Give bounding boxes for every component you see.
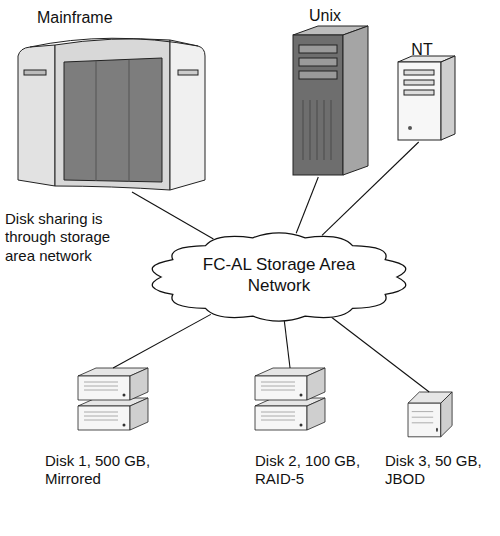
drive-bay <box>299 71 337 79</box>
node-label: Disk 3, 50 GB, JBOD <box>385 452 493 489</box>
disk-unit-symbol <box>78 398 148 430</box>
cabinet-top <box>30 38 198 47</box>
network-link <box>322 142 419 235</box>
network-link <box>332 317 430 392</box>
mainframe-node: Mainframe <box>15 8 210 192</box>
drive-bay <box>404 70 434 75</box>
tower-front <box>398 62 441 140</box>
disk-unit-symbol <box>408 392 452 437</box>
disk-array-node: Disk 1, 500 GB, Mirrored <box>40 368 190 490</box>
node-label: Mainframe <box>37 8 157 28</box>
drive-bay <box>404 80 434 85</box>
unix-server-illustration <box>293 26 368 175</box>
disk-unit-symbol <box>255 398 325 430</box>
disk-unit-symbol <box>255 368 325 400</box>
cabinet-panel <box>18 45 55 186</box>
power-button <box>408 126 412 130</box>
cabinet-front <box>55 39 170 190</box>
door-seams <box>96 60 129 182</box>
drive-bay <box>299 45 337 53</box>
node-label: Disk 2, 100 GB, RAID-5 <box>255 452 380 489</box>
disk-array-illustration <box>408 392 452 437</box>
network-link <box>132 192 213 239</box>
disk-array-node: Disk 3, 50 GB, JBOD <box>380 392 498 490</box>
tower-side <box>343 26 368 175</box>
san-cloud: FC-AL Storage Area Network <box>148 228 410 326</box>
note-text: Disk sharing is through storage area net… <box>5 210 127 265</box>
node-label: NT <box>402 40 442 60</box>
tower-grill <box>303 100 331 160</box>
drive-bay <box>404 90 434 95</box>
network-link <box>284 321 290 368</box>
panel-slot <box>24 70 46 75</box>
node-label: Disk 1, 500 GB, Mirrored <box>45 452 173 489</box>
disk-array-node: Disk 2, 100 GB, RAID-5 <box>250 368 390 490</box>
panel-slot <box>178 70 198 75</box>
tower-front <box>293 35 343 175</box>
drive-bay <box>299 58 337 66</box>
cabinet-panel <box>170 40 205 190</box>
network-link <box>113 314 211 368</box>
disk-unit-symbol <box>78 368 148 400</box>
tower-side <box>441 56 455 140</box>
network-link <box>296 177 318 233</box>
cabinet-door <box>64 58 162 182</box>
node-label: Unix <box>285 6 365 26</box>
disk-array-illustration <box>255 368 325 430</box>
node-label: FC-AL Storage Area Network <box>189 255 369 296</box>
mainframe-illustration <box>18 38 205 190</box>
disk-array-illustration <box>78 368 148 430</box>
unix-server-node: Unix <box>285 2 375 177</box>
nt-server-node: NT <box>390 38 460 142</box>
cloud-outline <box>152 233 405 321</box>
nt-server-illustration <box>398 56 455 140</box>
